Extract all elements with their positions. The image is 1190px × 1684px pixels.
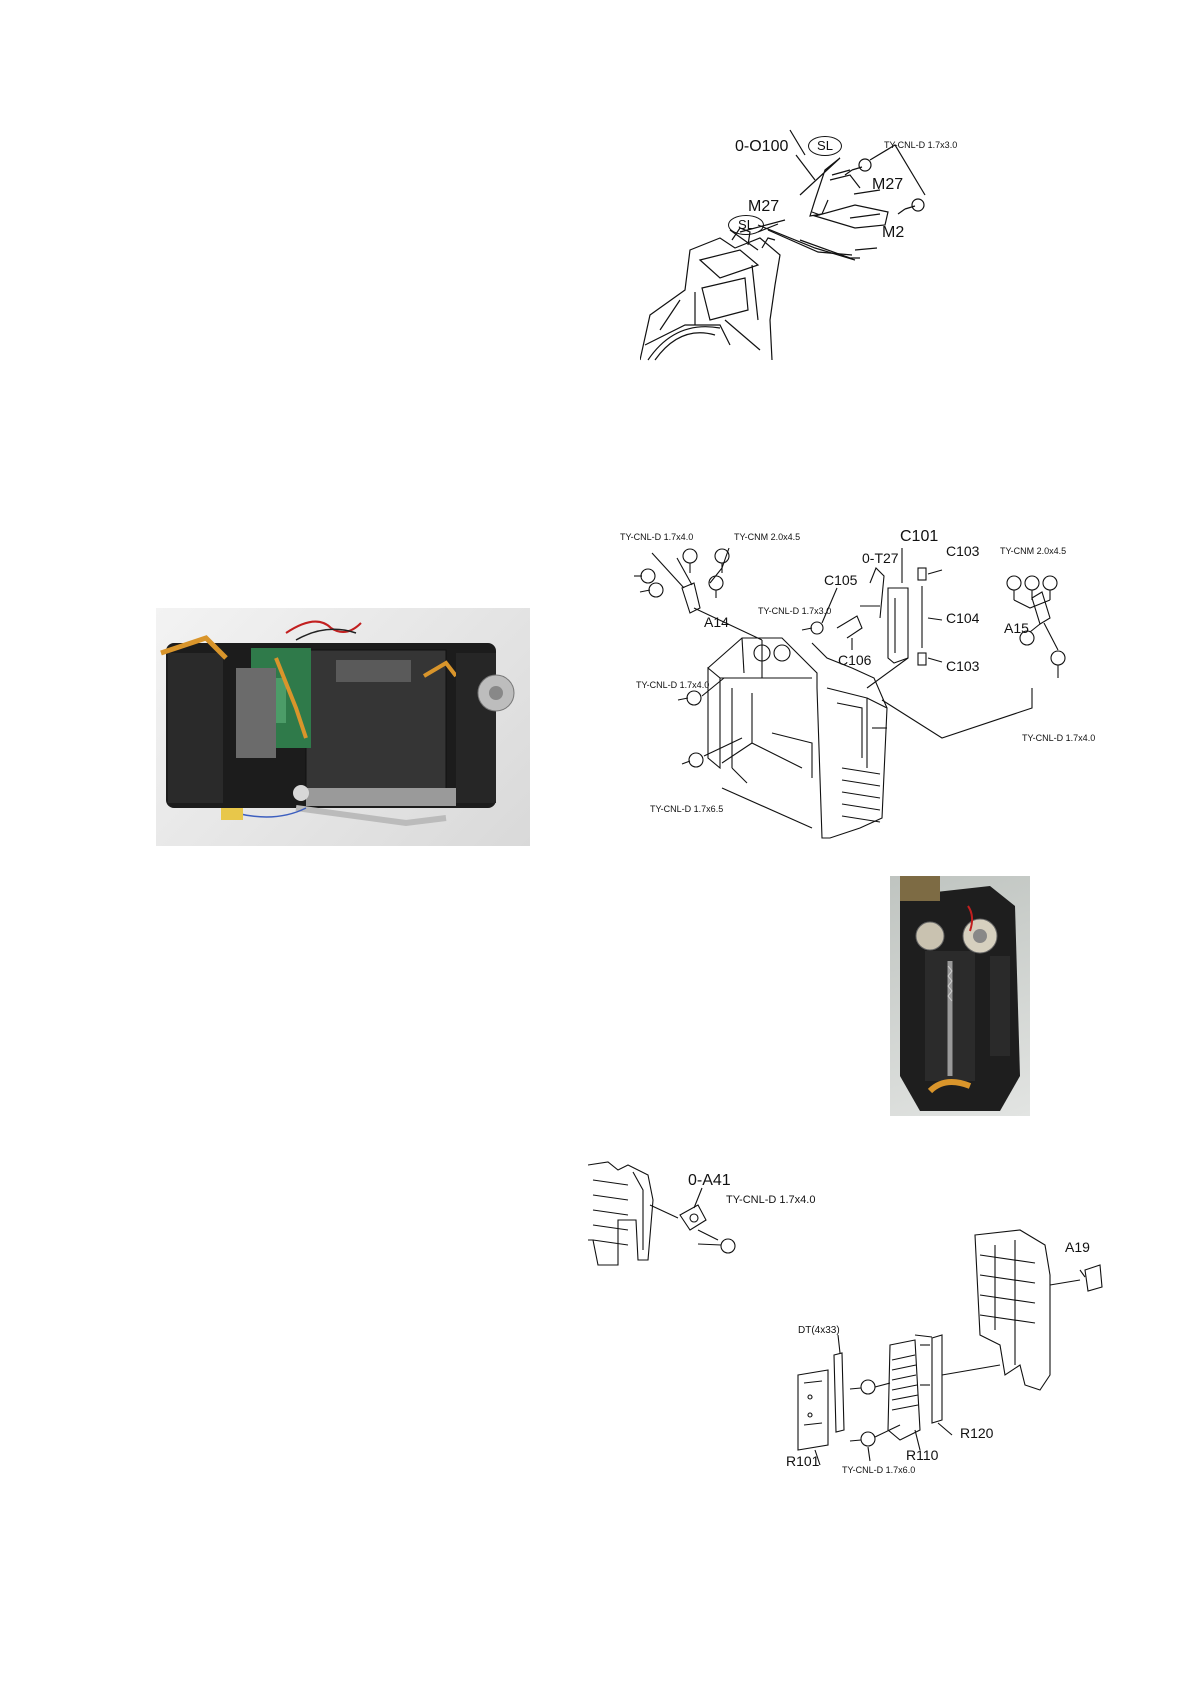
part-label-a15: A15 (1004, 620, 1029, 636)
sl-label-b: SL (728, 215, 764, 235)
camera-internal-photo-drawing (156, 608, 530, 846)
part-label-r120: R120 (960, 1425, 993, 1441)
diagram-top-drawing (640, 120, 1040, 365)
part-label-c104: C104 (946, 610, 979, 626)
part-label-m27-right: M27 (872, 176, 903, 194)
camera-side-photo (890, 876, 1030, 1116)
part-label-m27-left: M27 (748, 198, 779, 216)
camera-side-photo-drawing (890, 876, 1030, 1116)
screw-label-cnm-right: TY-CNM 2.0x4.5 (1000, 546, 1066, 556)
part-label-a14: A14 (704, 614, 729, 630)
tape-label-dt: DT(4x33) (798, 1325, 840, 1336)
sl-label-a: SL (808, 136, 842, 156)
part-label-o100: 0-O100 (735, 138, 788, 156)
part-label-c103-bottom: C103 (946, 658, 979, 674)
screw-label-17x65: TY-CNL-D 1.7x6.5 (650, 804, 723, 814)
part-label-m2: M2 (882, 224, 904, 242)
part-label-c101: C101 (900, 528, 938, 546)
diagram-top-exploded-view: 0-O100 SL TY-CNL-D 1.7x3.0 M27 M27 SL M2 (640, 120, 1040, 365)
screw-label-17x40-top: TY-CNL-D 1.7x4.0 (620, 532, 693, 542)
screw-label-17x30: TY-CNL-D 1.7x3.0 (758, 606, 831, 616)
part-label-t27: 0-T27 (862, 550, 899, 566)
diagram-mid-exploded-view: TY-CNL-D 1.7x4.0 TY-CNM 2.0x4.5 C101 0-T… (612, 528, 1112, 848)
part-label-c105: C105 (824, 572, 857, 588)
screw-label-17x40-left: TY-CNL-D 1.7x4.0 (636, 680, 709, 690)
diagram-bottom-r-parts-view: A19 DT(4x33) R120 R110 R101 TY-CNL-D 1.7… (770, 1225, 1130, 1485)
screw-spec-label: TY-CNL-D 1.7x3.0 (884, 140, 957, 150)
camera-internal-photo (156, 608, 530, 846)
screw-label-17x40-right: TY-CNL-D 1.7x4.0 (1022, 733, 1095, 743)
screw-label-cnm-left: TY-CNM 2.0x4.5 (734, 532, 800, 542)
screw-label-a41: TY-CNL-D 1.7x4.0 (726, 1194, 815, 1206)
part-label-a41: 0-A41 (688, 1172, 731, 1190)
part-label-r101: R101 (786, 1453, 819, 1469)
part-label-c106: C106 (838, 652, 871, 668)
diagram-bottom-r-parts-drawing (770, 1225, 1130, 1485)
screw-label-17x60: TY-CNL-D 1.7x6.0 (842, 1465, 915, 1475)
part-label-a19: A19 (1065, 1239, 1090, 1255)
part-label-c103-top: C103 (946, 543, 979, 559)
part-label-r110: R110 (906, 1447, 938, 1463)
